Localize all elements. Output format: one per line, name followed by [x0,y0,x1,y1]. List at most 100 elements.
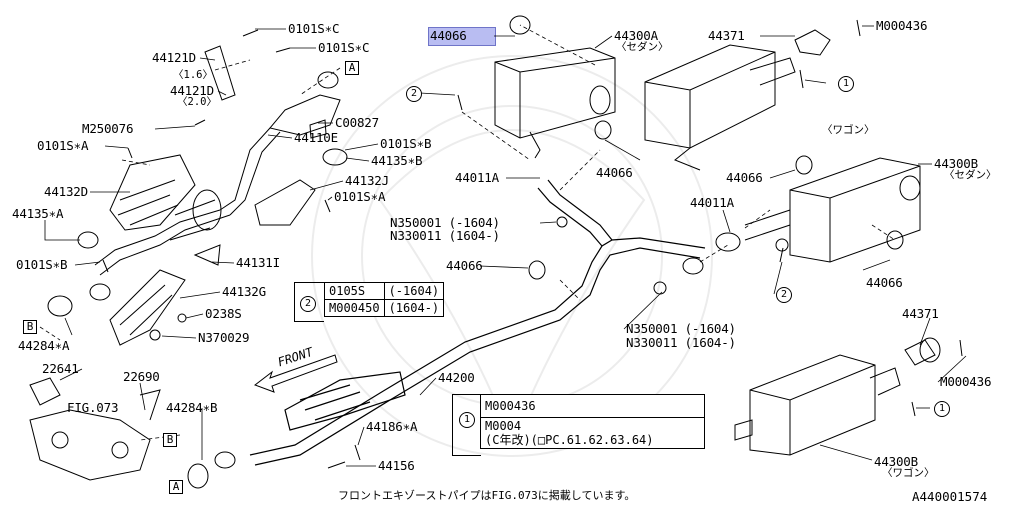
ref-box-box-a-top: A [345,61,359,75]
bracket-44121d [204,45,236,101]
heat-shield-44132j [254,179,316,226]
heat-shield-44132g [109,269,186,346]
gasket-44011a [715,232,741,252]
part-label-pn350001-2[interactable]: N350001 (-1604) [626,321,736,336]
note-1-badge: 1 [459,412,475,428]
part-label-p44371-top[interactable]: 44371 [708,28,745,43]
part-label-p44132g[interactable]: 44132G [222,284,266,299]
note-table-1: M000436 M0004(C年改)(□PC.61.62.63.64) [480,394,705,449]
ref-circle-c2-left: 2 [406,86,422,102]
note-2-badge: 2 [300,296,316,312]
variant-label-s-wagon-b: 〈ワゴン〉 [882,467,935,479]
muffler-44300b-wagon [734,337,941,456]
part-label-p44371-bot[interactable]: 44371 [902,306,939,321]
ref-box-box-a-bot: A [169,480,183,494]
variant-label-s16: 〈1.6〉 [173,69,213,81]
ref-box-box-b-left: B [23,320,37,334]
ref-circle-c2-right: 2 [776,287,792,303]
gasket-44284a [47,295,73,317]
muffler-44300a-sedan [494,15,616,159]
part-label-p44300b-wagon[interactable]: 44300B [874,454,918,469]
part-label-pfig073[interactable]: FIG.073 [67,400,119,415]
part-label-p44131i[interactable]: 44131I [236,255,280,270]
note2-range-1: (-1604) [383,282,445,300]
clamp-44135a [77,231,99,249]
note2-part-2: M000450 [324,299,385,317]
hanger-44066-c [528,260,546,280]
part-label-p44066-farright[interactable]: 44066 [866,275,903,290]
part-label-pn330011-2[interactable]: N330011 (1604-) [626,335,736,350]
part-label-pn330011-1[interactable]: N330011 (1604-) [390,228,500,243]
front-pipe-44110e [94,94,341,276]
variant-label-s20: 〈2.0〉 [177,96,217,108]
ref-circle-c1-top: 1 [838,76,854,92]
bolts [102,19,963,469]
part-label-p0238s[interactable]: 0238S [205,306,242,321]
leader-lines [44,25,967,467]
note-1-frame [452,394,481,456]
part-label-pm000436-bot[interactable]: M000436 [940,374,992,389]
part-label-p44156[interactable]: 44156 [378,458,415,473]
muffler-44300b-sedan [744,157,921,263]
variant-label-s-sedan-a: 〈セダン〉 [616,41,669,53]
clamp-44135b [322,148,348,166]
part-label-p44011a-2[interactable]: 44011A [690,195,734,210]
part-label-p0101sc-2[interactable]: 0101S∗C [318,40,370,55]
part-label-p44066-top[interactable]: 44066 [430,28,467,43]
hanger-44066-a [594,120,612,140]
part-label-pm250076[interactable]: M250076 [82,121,134,136]
variant-label-s-sedan-b: 〈セダン〉 [944,169,997,181]
gasket-44284b [187,463,209,489]
center-pipe-44200 [249,179,706,466]
part-label-p44200[interactable]: 44200 [438,370,475,385]
muffler-44300a-wagon [644,44,796,171]
part-label-p22641[interactable]: 22641 [42,361,79,376]
part-label-p44066-low[interactable]: 44066 [446,258,483,273]
part-label-p44011a-1[interactable]: 44011A [455,170,499,185]
part-label-p44300b-sedan[interactable]: 44300B [934,156,978,171]
front-arrow [253,354,338,393]
ref-box-box-b-mid: B [163,433,177,447]
note2-part-1: 0105S [324,282,385,300]
note1-row1: M000436 [480,394,705,418]
part-label-p44121d-2[interactable]: 44121D [170,83,214,98]
part-label-pm000436-top[interactable]: M000436 [876,18,928,33]
hanger-44066-b [795,155,813,175]
ref-circle-c1-bot: 1 [934,401,950,417]
note1-row2: M0004(C年改)(□PC.61.62.63.64) [480,417,705,449]
note1-row2b: (C年改)(□PC.61.62.63.64) [485,433,654,447]
part-label-p44066-right[interactable]: 44066 [726,170,763,185]
part-label-p44066-mid[interactable]: 44066 [596,165,633,180]
part-label-p0101sa-2[interactable]: 0101S∗A [334,189,386,204]
part-label-p0101sb-2[interactable]: 0101S∗B [16,257,68,272]
part-label-p44186a[interactable]: 44186∗A [366,419,418,434]
highlight-44066[interactable] [428,27,496,46]
note1-row2a: M0004 [485,419,522,433]
part-label-p22690[interactable]: 22690 [123,369,160,384]
part-label-p44135a[interactable]: 44135∗A [12,206,64,221]
part-label-pc00827[interactable]: C00827 [335,115,379,130]
part-label-p44132d[interactable]: 44132D [44,184,88,199]
part-label-p0101sb-1[interactable]: 0101S∗B [380,136,432,151]
dashed-links [39,24,896,441]
note-table-2: 0105S(-1604) M000450(1604-) [324,282,445,317]
part-label-p44284a[interactable]: 44284∗A [18,338,70,353]
note2-range-2: (1604-) [383,299,445,317]
part-label-pn350001-1[interactable]: N350001 (-1604) [390,215,500,230]
heat-shield-44132d [109,154,196,231]
part-label-p0101sa-1[interactable]: 0101S∗A [37,138,89,153]
part-label-p44110e[interactable]: 44110E [294,130,338,145]
part-label-pn370029[interactable]: N370029 [198,330,250,345]
part-label-p44132j[interactable]: 44132J [345,173,389,188]
part-label-p0101sc-1[interactable]: 0101S∗C [288,21,340,36]
part-label-p44284b[interactable]: 44284∗B [166,400,218,415]
note-2-frame [294,282,324,322]
part-label-p44135b[interactable]: 44135∗B [371,153,423,168]
exhaust-manifold [29,377,161,481]
variant-label-s-wagon-a: 〈ワゴン〉 [822,124,875,136]
part-label-p44121d-1[interactable]: 44121D [152,50,196,65]
part-label-p44300a-sedan[interactable]: 44300A [614,28,658,43]
footer-note: フロントエキゾーストパイプはFIG.073に掲載しています。 [338,489,636,502]
